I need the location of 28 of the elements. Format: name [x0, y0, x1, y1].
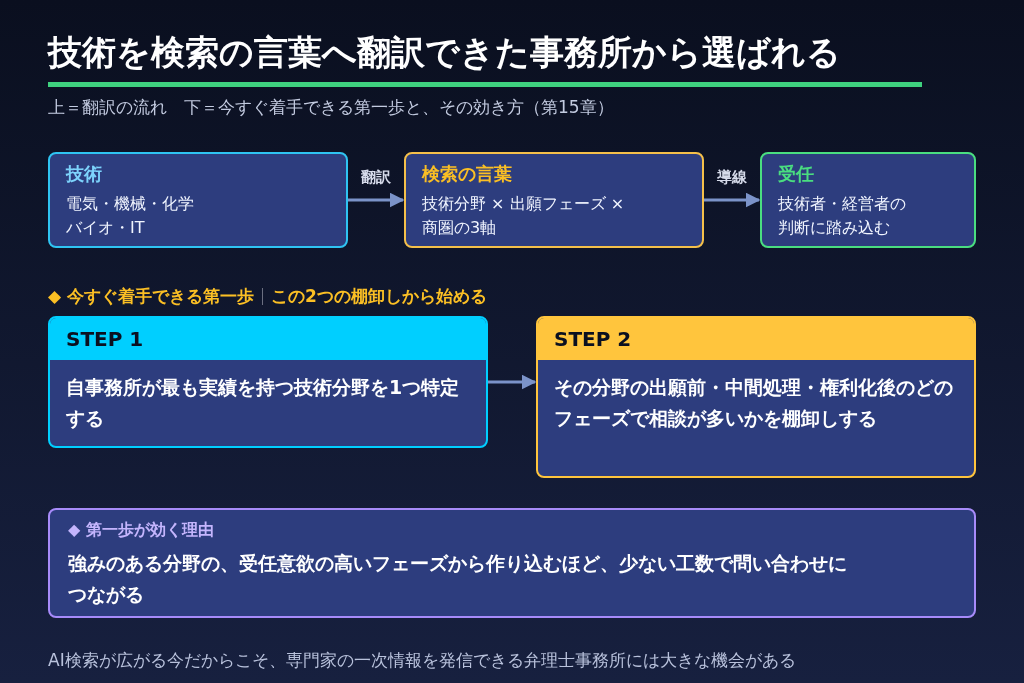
arrow	[348, 192, 405, 208]
note-box	[48, 508, 976, 618]
section-heading: この2つの棚卸しから始める	[271, 285, 487, 308]
step-heading: STEP 2	[538, 318, 974, 360]
section-heading: ◆ 今すぐ着手できる第一歩	[48, 285, 254, 308]
process-box	[48, 152, 348, 248]
footer-note: AI検索が広がる今だからこそ、専門家の一次情報を発信できる弁理士事務所には大きな機会がある	[48, 649, 796, 672]
step-text: その分野の出願前・中間処理・権利化後のどのフェーズで相談が多いかを棚卸しする	[554, 375, 954, 431]
box-heading: 検索の言葉	[422, 162, 512, 186]
step-text: 自事務所が最も実績を持つ技術分野を1つ特定する	[66, 375, 461, 431]
box-text: 技術者・経営者の判断に踏み込む	[778, 193, 907, 239]
box-heading: ◆ 第一歩が効く理由	[68, 519, 214, 541]
box-heading: 技術	[66, 162, 102, 186]
step-card	[536, 316, 976, 478]
box-text: 技術分野 × 出願フェーズ × 商圏の3軸	[422, 193, 626, 239]
edge-label: 導線	[716, 167, 748, 188]
title: 技術を検索の言葉へ翻訳できた事務所から選ばれる	[48, 31, 841, 74]
subtitle: 上＝翻訳の流れ 下＝今すぐ着手できる第一歩と、その効き方（第15章）	[48, 96, 614, 119]
arrow	[704, 192, 761, 208]
step-card	[48, 316, 488, 448]
box-heading: 受任	[778, 162, 814, 186]
arrow	[488, 374, 537, 390]
box-text: 強みのある分野の、受任意欲の高いフェーズから作り込むほど、少ない工数で問い合わせにつながる	[68, 551, 848, 607]
edge-label: 翻訳	[360, 167, 392, 188]
step-heading: STEP 1	[50, 318, 486, 360]
box-text: 電気・機械・化学バイオ・IT	[66, 193, 195, 239]
process-box	[760, 152, 976, 248]
process-box	[404, 152, 704, 248]
